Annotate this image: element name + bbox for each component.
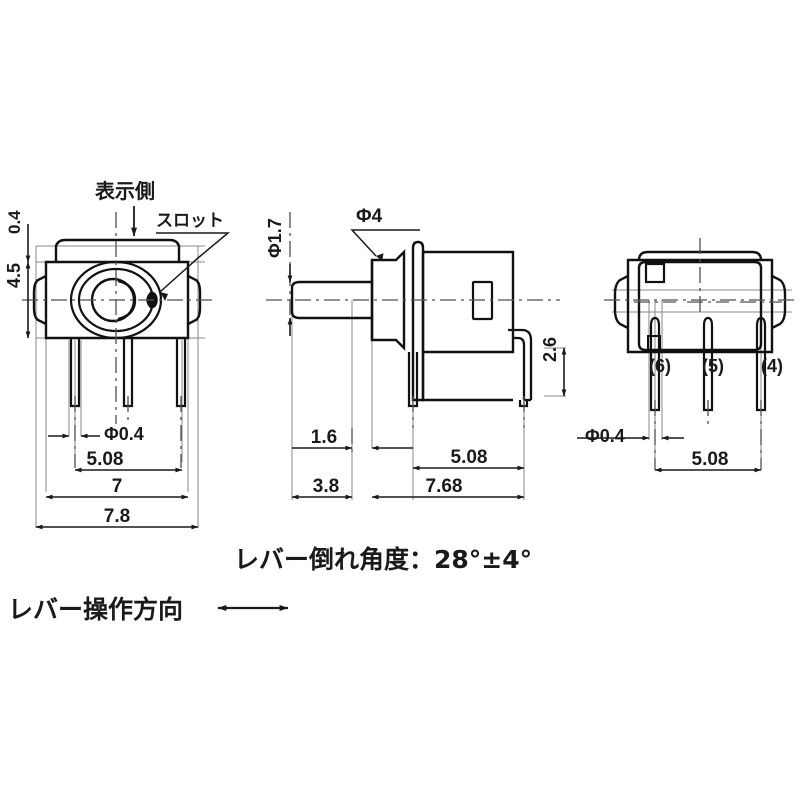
slot-label: スロット: [156, 211, 224, 231]
rear-view-pins: [649, 316, 767, 412]
dim-front-pin-diameter: Φ0.4: [104, 424, 144, 444]
dim-rear-pin-diameter: Φ0.4: [585, 426, 625, 446]
terminal-label-4: (4): [761, 356, 783, 376]
rear-view: (6) (5) (4) Φ0.4 5.08: [577, 238, 796, 473]
rear-view-center-lines: [604, 238, 796, 470]
dim-rear-pin-pitch: 5.08: [692, 449, 729, 470]
dim-front-top-step: 0.4: [5, 210, 24, 234]
dim-side-shaft-diameter: Φ1.7: [265, 218, 285, 258]
dim-front-pin-pitch: 5.08: [87, 449, 124, 470]
lever-operating-direction-note: レバー操作方向: [8, 595, 183, 624]
side-view-flange: [411, 240, 425, 402]
terminal-label-6: (6): [649, 356, 671, 376]
slot-leader-arrowhead: [160, 292, 168, 301]
side-view: Φ1.7 Φ4 2.6 1.6 5.08 3.8 7.68: [265, 206, 567, 500]
lever-tilt-angle-note: レバー倒れ角度：28°±4°: [234, 545, 532, 574]
dim-front-overall-width: 7.8: [104, 506, 130, 527]
bushing-diameter-leader: [350, 229, 420, 257]
rear-view-notch: [644, 262, 666, 284]
dim-side-bushing-diameter: Φ4: [356, 206, 383, 227]
slot-leader-line: [156, 232, 231, 293]
front-view: 表示側 スロット 0.4 4.5 Φ0.4 5.08 7 7.8: [4, 179, 231, 530]
side-view-bushing: [370, 249, 406, 351]
bushing-diameter-arrowhead: [375, 253, 384, 262]
dim-front-body-width: 7: [112, 476, 123, 497]
dim-side-body-depth: 7.68: [426, 476, 463, 497]
display-side-label: 表示側: [95, 179, 155, 203]
dim-front-body-height: 4.5: [4, 263, 24, 288]
dim-side-flange-offset: 1.6: [311, 427, 337, 448]
dim-side-bracket-height: 2.6: [540, 337, 560, 362]
side-view-body: [421, 250, 515, 402]
dim-side-pin-pitch: 5.08: [451, 447, 488, 468]
front-view-center-lines: [22, 212, 214, 468]
dim-side-shaft-length: 3.8: [313, 476, 339, 497]
terminal-label-5: (5): [702, 356, 724, 376]
